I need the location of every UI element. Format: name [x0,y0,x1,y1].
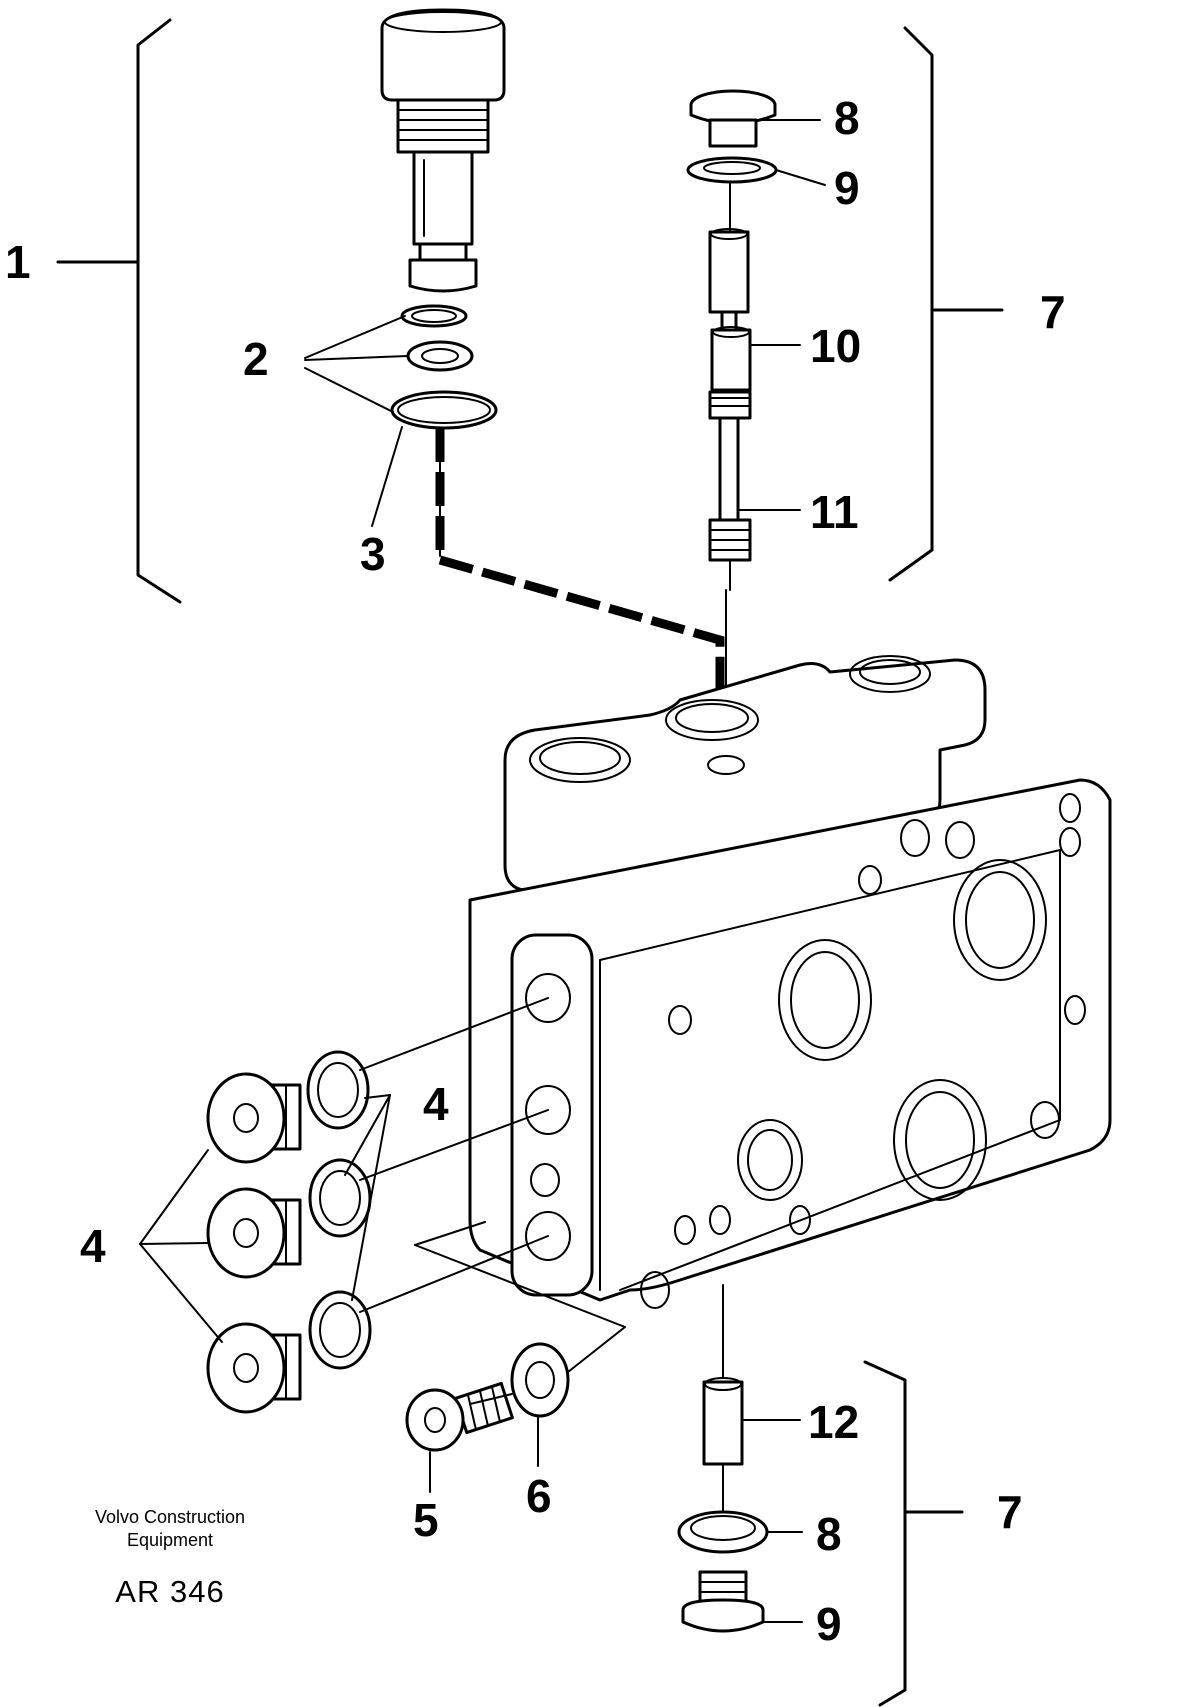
manufacturer-line-1: Volvo Construction [94,1507,246,1527]
callout-1: 1 [5,236,31,288]
leader-4-left-a [139,1149,209,1245]
leader-9-top [775,169,826,186]
leader-4-right-c [351,1094,391,1301]
callout-7-top: 7 [1040,286,1066,338]
leader-4-left-c [139,1243,223,1343]
callout-2: 2 [243,333,269,385]
leader-4-left-b [139,1242,209,1245]
seal-4-c [308,1290,372,1370]
callout-4-left: 4 [80,1220,106,1272]
seal-4-a [306,1050,370,1130]
callout-6: 6 [526,1470,552,1522]
callout-12: 12 [808,1396,859,1448]
plug-4-b [206,1187,302,1279]
spring-12 [702,1377,744,1466]
callout-10: 10 [810,320,861,372]
leader-2b [304,355,409,361]
manufacturer-label: Volvo Construction Equipment [60,1506,280,1552]
bracket-group-1 [136,18,182,604]
bolt-5 [405,1381,514,1452]
poppet-11 [708,390,752,591]
leader-3 [371,426,403,527]
callout-9-bottom: 9 [816,1598,842,1650]
callout-4-right: 4 [423,1078,449,1130]
plug-9-bottom [681,1570,765,1633]
leader-2c [304,367,394,413]
plug-4-c [206,1322,302,1414]
seal-4-b [308,1158,372,1238]
callout-9-top: 9 [834,162,860,214]
callout-7-bottom: 7 [997,1486,1023,1538]
bracket-group-7-bottom [863,1360,907,1707]
valve-body [468,655,1112,1309]
seal-9-top [686,156,778,184]
drawing-code: AR 346 [115,1574,225,1609]
plug-4-a [206,1072,302,1164]
callout-11: 11 [810,486,859,538]
bracket-group-7-top [888,26,934,582]
callout-5: 5 [413,1494,439,1546]
leader-4-right-a [364,1094,391,1099]
plug-8-top [689,89,777,148]
relief-valve-cartridge [380,8,506,293]
assembly-line-relief [435,428,725,720]
leader-4-right-b [344,1094,391,1176]
callout-8-bottom: 8 [816,1508,842,1560]
backup-ring [406,340,474,372]
spring-housing-10 [708,228,752,392]
leader-2a [304,315,406,359]
callout-8-top: 8 [834,92,860,144]
manufacturer-line-2: Equipment [126,1530,214,1550]
seal-8-bottom [677,1510,769,1554]
washer-6 [510,1342,570,1418]
callout-3: 3 [360,528,386,580]
